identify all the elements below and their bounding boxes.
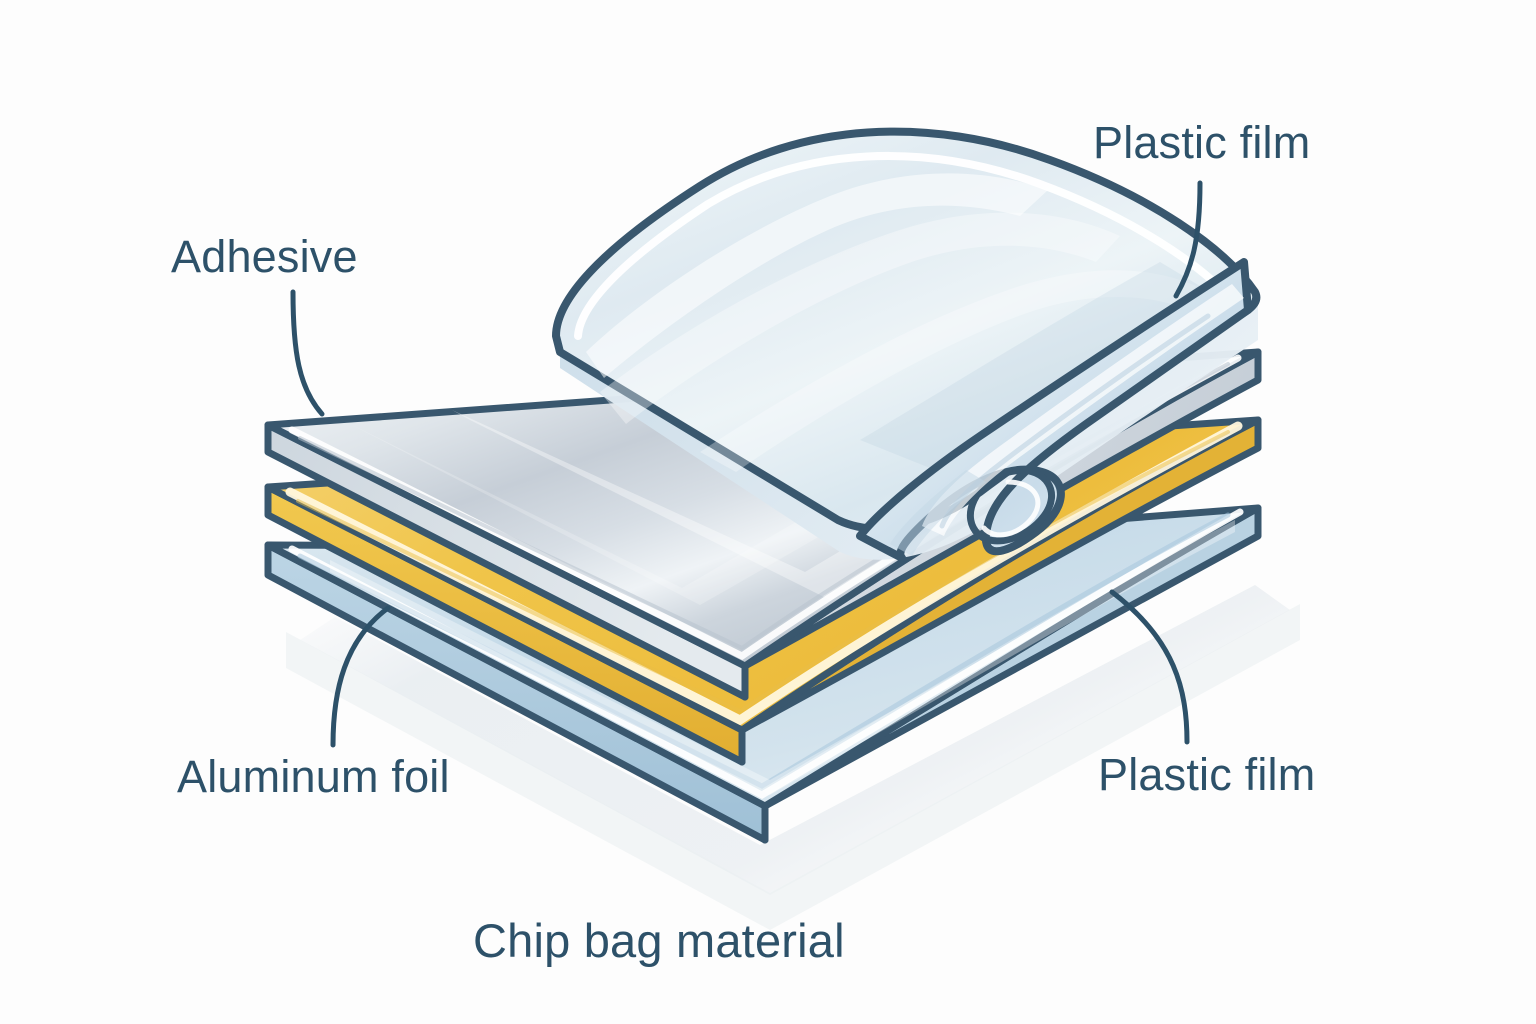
- label-plastic-film-top: Plastic film: [1093, 117, 1311, 168]
- label-aluminum-foil: Aluminum foil: [177, 751, 450, 802]
- label-plastic-film-bottom: Plastic film: [1098, 749, 1316, 800]
- leader-lines: [290, 180, 1203, 748]
- label-adhesive: Adhesive: [171, 231, 358, 282]
- leader-adhesive: [290, 289, 325, 417]
- layer-plastic-film-top[interactable]: [552, 127, 1261, 562]
- leader-plastic-film-top: [1173, 180, 1203, 299]
- diagram-caption: Chip bag material: [473, 914, 845, 967]
- ground-shadow: [286, 585, 1300, 930]
- leader-aluminum-foil: [330, 605, 391, 748]
- leader-plastic-film-bottom: [1109, 589, 1190, 745]
